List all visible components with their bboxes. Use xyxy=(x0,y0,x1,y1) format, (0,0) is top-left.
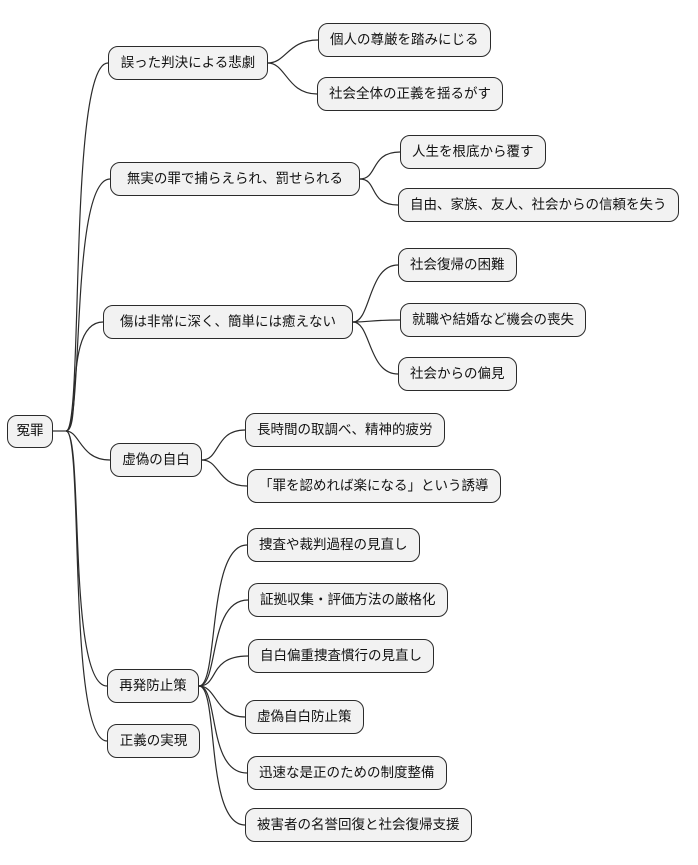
leaf-node-reentry-difficulty[interactable]: 社会復帰の困難 xyxy=(398,248,517,282)
connector-root-branch4 xyxy=(65,430,111,461)
connector-b5-l1 xyxy=(198,544,248,687)
connector-b1-l1 xyxy=(267,39,319,64)
connector-root-branch2 xyxy=(65,178,111,432)
connector-b5-l3 xyxy=(198,655,249,687)
connector-b2-l2 xyxy=(359,178,399,206)
connector-root-branch6 xyxy=(65,430,108,742)
leaf-node-trample-dignity[interactable]: 個人の尊厳を踏みにじる xyxy=(318,23,491,57)
leaf-node-review-investigation-trial[interactable]: 捜査や裁判過程の見直し xyxy=(247,528,420,562)
branch-node-false-confession[interactable]: 虚偽の自白 xyxy=(110,443,202,477)
connector-root-branch5 xyxy=(65,430,108,687)
branch-node-punished-while-innocent[interactable]: 無実の罪で捕らえられ、罰せられる xyxy=(110,162,360,196)
mindmap-root-node[interactable]: 冤罪 xyxy=(7,415,53,448)
leaf-node-lose-freedom-family-trust[interactable]: 自由、家族、友人、社会からの信頼を失う xyxy=(398,188,679,222)
connector-root-branch3 xyxy=(65,321,104,432)
branch-node-realizing-justice[interactable]: 正義の実現 xyxy=(107,724,200,758)
connector-b3-l1 xyxy=(352,264,399,323)
connector-b4-l1 xyxy=(201,429,246,461)
branch-node-deep-wounds[interactable]: 傷は非常に深く、簡単には癒えない xyxy=(103,305,353,339)
branch-node-recurrence-prevention[interactable]: 再発防止策 xyxy=(107,669,199,703)
leaf-node-lost-opportunities[interactable]: 就職や結婚など機会の喪失 xyxy=(400,303,586,337)
connector-b5-l5 xyxy=(198,685,248,774)
leaf-node-shake-society-justice[interactable]: 社会全体の正義を揺るがす xyxy=(317,77,503,111)
leaf-node-review-confession-reliance[interactable]: 自白偏重捜査慣行の見直し xyxy=(248,639,434,673)
leaf-node-confess-to-get-relief-inducement[interactable]: 「罪を認めれば楽になる」という誘導 xyxy=(247,469,501,503)
connector-b5-l6 xyxy=(198,685,246,826)
connector-b2-l1 xyxy=(359,151,401,180)
connector-b3-l3 xyxy=(352,321,399,375)
leaf-node-stricter-evidence-standards[interactable]: 証拠収集・評価方法の厳格化 xyxy=(248,583,448,617)
leaf-node-false-confession-prevention[interactable]: 虚偽自白防止策 xyxy=(245,700,364,734)
leaf-node-prompt-correction-system[interactable]: 迅速な是正のための制度整備 xyxy=(247,756,447,790)
connector-b4-l2 xyxy=(201,459,248,487)
leaf-node-overturn-life[interactable]: 人生を根底から覆す xyxy=(400,135,546,169)
connector-b5-l2 xyxy=(198,599,249,687)
leaf-node-long-interrogation-fatigue[interactable]: 長時間の取調べ、精神的疲労 xyxy=(245,413,445,447)
connector-b1-l2 xyxy=(267,62,318,95)
leaf-node-social-prejudice[interactable]: 社会からの偏見 xyxy=(398,357,517,391)
leaf-node-honor-restoration-support[interactable]: 被害者の名誉回復と社会復帰支援 xyxy=(245,808,472,842)
branch-node-tragedy-of-wrong-verdict[interactable]: 誤った判決による悲劇 xyxy=(108,46,268,80)
connector-b3-l2 xyxy=(352,319,401,323)
connector-root-branch1 xyxy=(65,62,109,432)
connector-b5-l4 xyxy=(198,685,246,718)
